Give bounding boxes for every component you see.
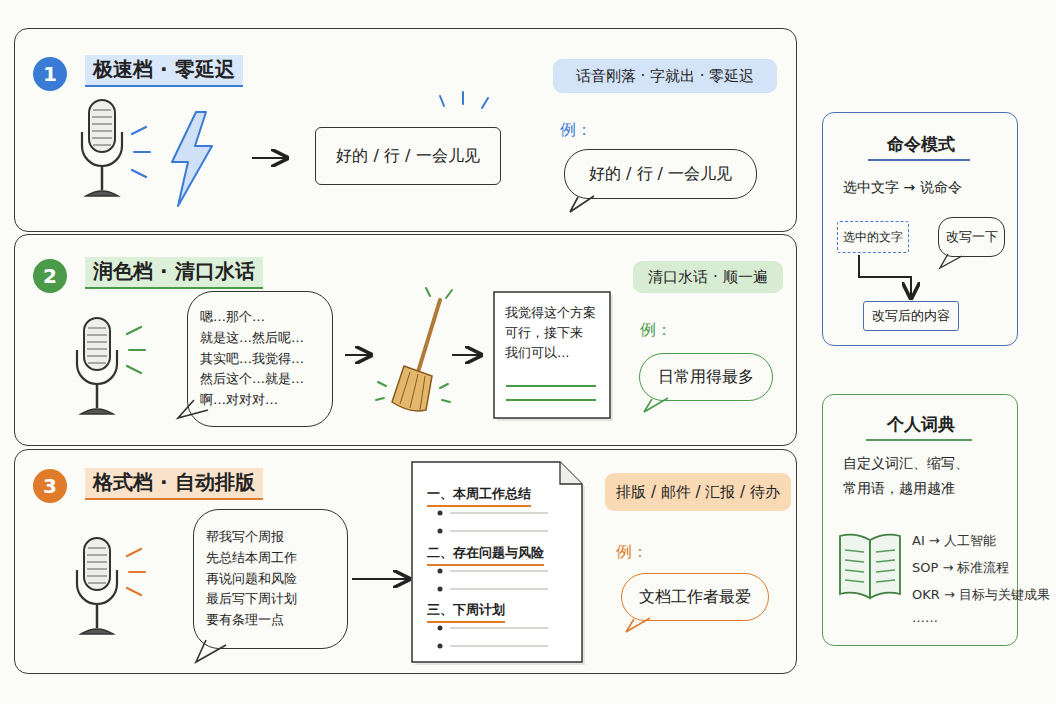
mode-panel: 润色档 · 清口水话 2 嗯…那个… 就是这…然后呢… 其实吧…我觉得… 然后这个…… [14,234,797,446]
node-text: 好的 / 行 / 一会儿见 [589,164,732,185]
document: 一、本周工作总结二、存在问题与风险三、下周计划 [413,463,583,663]
result-box: 改写后的内容 [863,301,959,331]
node-text: 嗯…那个… 就是这…然后呢… 其实吧…我觉得… 然后这个…就是… 啊…对对对… [200,307,320,411]
node-text: 三、下周计划 [427,600,505,623]
node-text: 自定义词汇、缩写、 常用语，越用越准 [843,451,1013,500]
node-text: 清口水话 · 顺一遍 [648,268,767,287]
example-tag: 例： [616,542,648,563]
node-text: 选中的文字 [843,229,903,246]
example-bubble: 好的 / 行 / 一会儿见 [564,149,757,199]
node-text: 命令模式 [823,133,1019,156]
glossary-entry: SOP → 标准流程 [912,559,1009,577]
mode-panel: 格式档 · 自动排版 3 帮我写个周报 先总结本周工作 再说问题和风险 最后写下周计… [14,449,797,674]
speech-bubble: 帮我写个周报 先总结本周工作 再说问题和风险 最后写下周计划 要有条理一点 [193,509,348,649]
mode-panel: 极速档 · 零延迟 1 好的 / 行 / 一会儿见 话音刚落 · 字就出 · 零延迟好… [14,28,797,232]
node-text: 3 [43,474,57,498]
flow-arrow [859,255,911,298]
node-text: 我觉得这个方案 可行，接下来 我们可以… [505,303,601,363]
step-number: 3 [33,469,67,503]
node-text: 二、存在问题与风险 [427,543,544,566]
node-text: 话音刚落 · 字就出 · 零延迟 [576,67,755,86]
step-number: 1 [33,57,67,91]
command-bubble: 改写一下 [938,217,1005,257]
node-text: 日常用得最多 [658,367,754,388]
node-text: 选中文字 → 说命令 [843,175,1013,200]
output-box: 好的 / 行 / 一会儿见 [315,127,501,185]
document: 我觉得这个方案 可行，接下来 我们可以… [495,293,611,419]
example-bubble: 日常用得最多 [639,353,773,401]
step-number: 2 [33,259,67,293]
feature-card: 命令模式选中文字 → 说命令选中的文字 改写一下改写后的内容 [822,112,1018,346]
feature-pill: 清口水话 · 顺一遍 [633,261,783,293]
feature-pill: 排版 / 邮件 / 汇报 / 待办 [605,473,791,511]
node-text: 文档工作者最爱 [639,587,751,608]
node-text: 1 [43,62,57,86]
node-text: 极速档 · 零延迟 [85,55,243,87]
example-tag: 例： [640,320,672,341]
example-tag: 例： [560,120,592,141]
node-text: 个人词典 [823,413,1019,436]
node-text: 格式档 · 自动排版 [85,468,263,500]
feature-card: 个人词典自定义词汇、缩写、 常用语，越用越准 [822,394,1018,646]
node-text: 一、本周工作总结 [427,484,531,507]
speech-bubble: 嗯…那个… 就是这…然后呢… 其实吧…我觉得… 然后这个…就是… 啊…对对对… [187,291,333,427]
example-bubble: 文档工作者最爱 [621,573,769,621]
node-text: 2 [43,264,57,288]
node-text: 好的 / 行 / 一会儿见 [336,146,479,167]
node-text: 润色档 · 清口水话 [85,257,263,289]
feature-pill: 话音刚落 · 字就出 · 零延迟 [553,59,777,93]
node-text: 改写一下 [946,228,998,246]
node-text: 帮我写个周报 先总结本周工作 再说问题和风险 最后写下周计划 要有条理一点 [206,527,335,631]
flow-arrow [352,578,409,580]
glossary-entry: OKR → 目标与关键成果 [912,586,1050,604]
node-text: 改写后的内容 [872,307,950,325]
selected-text: 选中的文字 [837,221,909,253]
glossary-entry: …… [912,610,938,625]
glossary-entry: AI → 人工智能 [912,532,996,550]
node-text: 排版 / 邮件 / 汇报 / 待办 [616,483,780,502]
